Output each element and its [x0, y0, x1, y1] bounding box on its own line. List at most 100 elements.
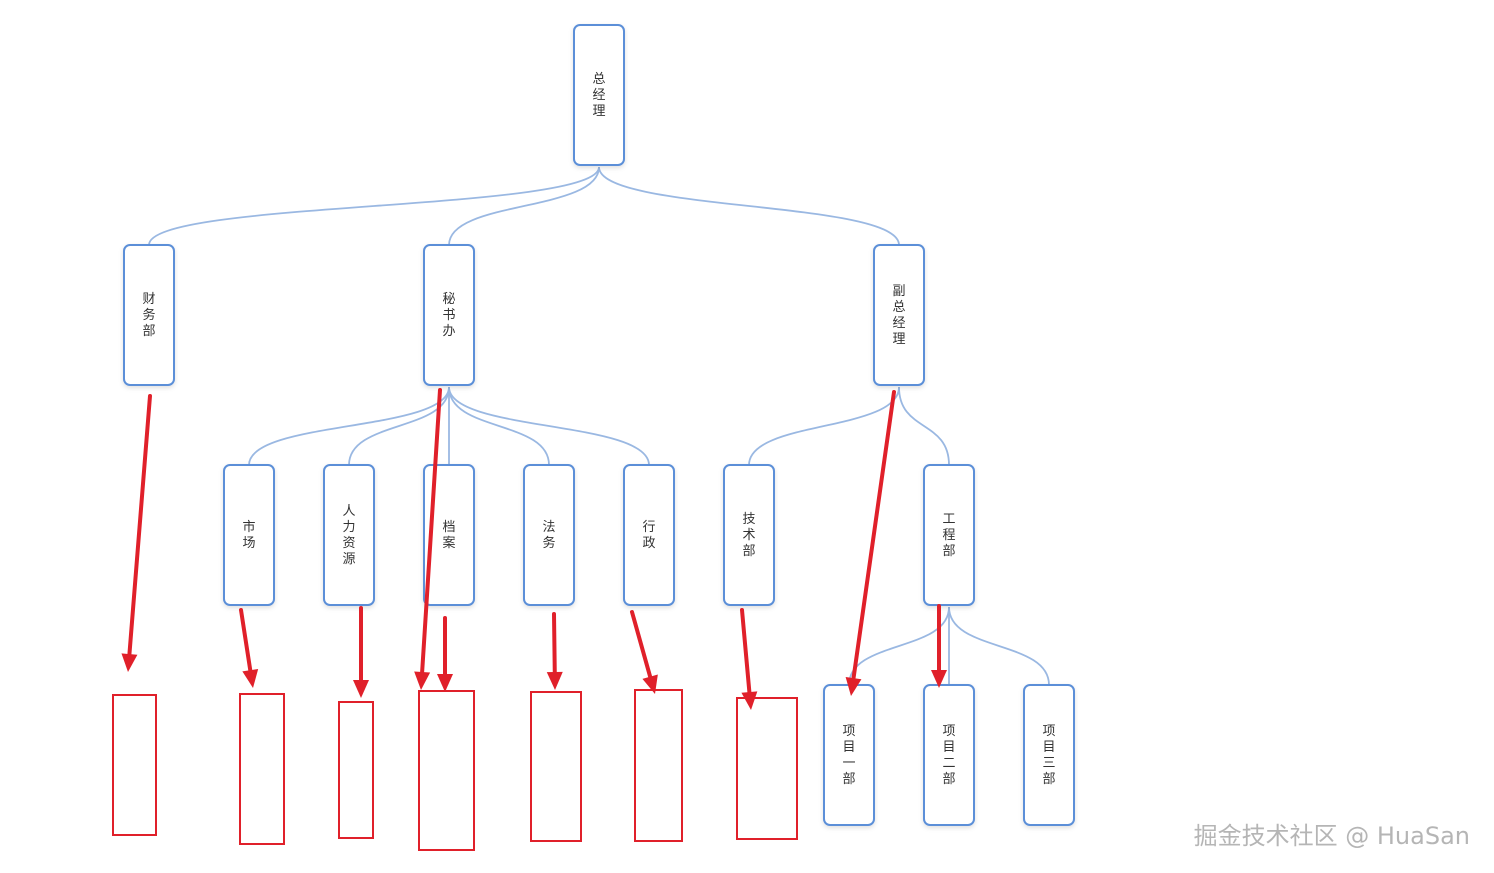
arrow-head: [642, 674, 658, 694]
node-label-char: 案: [442, 536, 455, 551]
node-label-char: 部: [842, 772, 855, 787]
node-box: [223, 464, 275, 606]
link-ceo-secretary: [448, 166, 600, 246]
placeholder-box-2: [239, 693, 285, 845]
watermark: 掘金技术社区 @ HuaSan: [1193, 822, 1470, 850]
node-label-char: 财: [142, 292, 155, 307]
node-box: [523, 464, 575, 606]
placeholder-box-7: [736, 697, 798, 840]
nodes-layer: 总经理财务部秘书办副总经理市场人力资源档案法务行政技术部工程部项目一部项目二部项…: [123, 24, 1075, 826]
arrow-shaft: [239, 608, 253, 673]
placeholder-boxes: [112, 689, 798, 851]
link-ceo-vp: [598, 166, 900, 246]
link-secretary-hr: [348, 386, 450, 466]
node-label-char: 市: [242, 519, 255, 535]
link-secretary-admin: [448, 386, 650, 466]
node-label-char: 务: [542, 535, 555, 551]
node-label-char: 目: [942, 740, 955, 755]
node-label-char: 法: [542, 520, 555, 535]
node-market[interactable]: 市场: [223, 464, 275, 606]
arrow-9: [845, 390, 896, 696]
arrow-4: [414, 388, 442, 690]
node-label-char: 经: [592, 88, 605, 103]
node-finance[interactable]: 财务部: [123, 244, 175, 386]
node-label-char: 项: [1042, 724, 1055, 739]
link-secretary-legal: [448, 386, 550, 466]
arrow-shaft: [630, 610, 653, 679]
node-label-char: 档: [442, 520, 455, 535]
node-label-char: 人: [342, 504, 355, 519]
node-label-char: 术: [742, 528, 755, 543]
node-box: [823, 684, 875, 826]
node-label-char: 务: [142, 307, 155, 323]
node-label-char: 三: [1042, 756, 1055, 771]
node-box: [323, 464, 375, 606]
node-label-char: 项: [942, 724, 955, 739]
arrow-head: [242, 668, 259, 688]
node-label-char: 经: [892, 316, 905, 331]
node-label-char: 二: [942, 756, 955, 771]
arrow-head: [741, 691, 758, 710]
node-box: [623, 464, 675, 606]
node-label-char: 秘: [442, 292, 455, 307]
placeholder-box-4: [418, 690, 475, 851]
arrow-head: [353, 680, 369, 698]
arrow-3: [353, 606, 369, 698]
node-label-char: 场: [242, 536, 255, 551]
arrow-shaft: [740, 608, 752, 695]
node-label-char: 技: [742, 512, 755, 527]
arrow-shaft: [851, 390, 896, 681]
arrow-head: [845, 677, 862, 696]
node-legal[interactable]: 法务: [523, 464, 575, 606]
node-label-char: 部: [742, 544, 755, 559]
node-secretary[interactable]: 秘书办: [423, 244, 475, 386]
node-ceo[interactable]: 总经理: [573, 24, 625, 166]
arrow-8: [740, 608, 758, 710]
node-box: [123, 244, 175, 386]
arrow-2: [239, 608, 259, 688]
arrow-shaft: [127, 394, 152, 657]
links-layer: [148, 166, 1050, 686]
placeholder-box-6: [634, 689, 683, 842]
node-label-char: 理: [892, 332, 905, 347]
node-label-char: 总: [892, 300, 905, 315]
node-label-char: 工: [942, 512, 955, 527]
node-label-char: 总: [592, 72, 605, 87]
arrow-10: [931, 604, 947, 688]
node-label-char: 资: [342, 536, 355, 551]
arrow-shaft: [420, 388, 442, 675]
node-admin[interactable]: 行政: [623, 464, 675, 606]
node-box: [423, 464, 475, 606]
arrow-head: [437, 674, 453, 692]
link-vp-tech: [748, 386, 900, 466]
arrow-6: [546, 612, 563, 690]
node-box: [873, 244, 925, 386]
node-box: [573, 24, 625, 166]
node-box: [923, 464, 975, 606]
arrow-head: [121, 653, 138, 672]
arrow-7: [630, 610, 658, 694]
node-tech[interactable]: 技术部: [723, 464, 775, 606]
placeholder-box-1: [112, 694, 157, 836]
annotation-arrows: [121, 388, 947, 710]
node-label-char: 部: [942, 772, 955, 787]
placeholder-box-3: [338, 701, 374, 839]
arrow-head: [931, 670, 947, 688]
link-vp-engineering: [898, 386, 950, 466]
node-box: [723, 464, 775, 606]
node-archive[interactable]: 档案: [423, 464, 475, 606]
node-label-char: 政: [642, 536, 655, 551]
node-label-char: 副: [892, 284, 905, 299]
link-secretary-market: [248, 386, 450, 466]
arrow-head: [546, 671, 563, 690]
node-label-char: 力: [342, 520, 355, 535]
link-engineering-proj3: [948, 606, 1050, 686]
node-box: [923, 684, 975, 826]
node-engineering[interactable]: 工程部: [923, 464, 975, 606]
